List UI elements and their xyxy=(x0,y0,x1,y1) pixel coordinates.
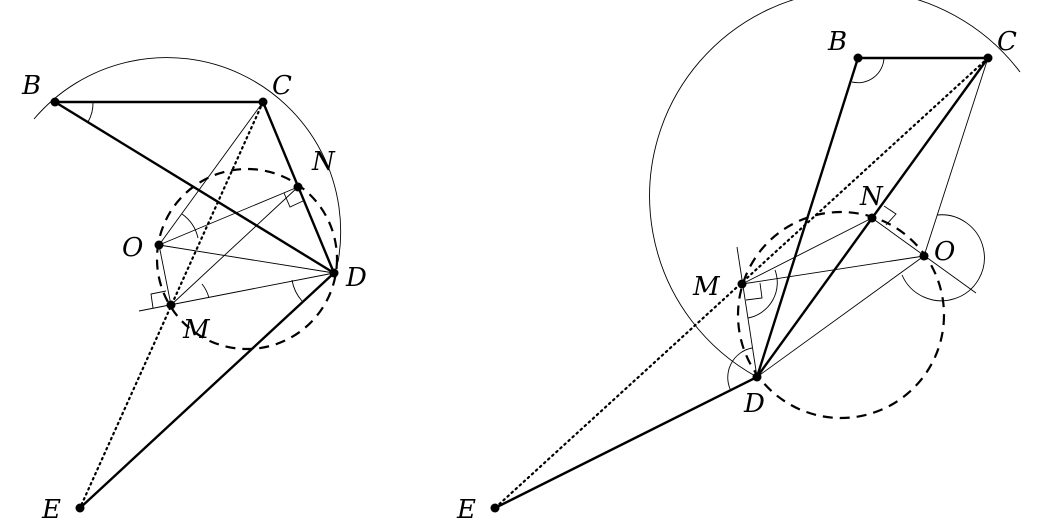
left-points xyxy=(50,97,339,513)
right-right-angle-N xyxy=(883,205,897,226)
right-point-B xyxy=(853,53,863,63)
right-angle-arc-B xyxy=(851,57,885,84)
right-circumcircle-arc xyxy=(649,0,1021,378)
left-right-angle-M xyxy=(150,290,167,309)
left-point-E xyxy=(75,503,85,513)
left-segment-OM xyxy=(158,244,172,306)
right-label-C: C xyxy=(997,27,1017,57)
right-dashed-circle xyxy=(736,210,946,420)
left-label-B: B xyxy=(21,71,41,101)
right-segment-BD xyxy=(755,57,860,378)
left-segment-MN xyxy=(170,186,299,306)
right-point-M xyxy=(737,279,747,289)
right-label-N: N xyxy=(859,182,884,212)
left-label-D: D xyxy=(345,263,367,293)
left-point-O xyxy=(154,240,164,250)
right-angle-arc-O xyxy=(901,214,985,302)
left-point-M xyxy=(166,300,176,310)
right-label-E: E xyxy=(456,495,476,525)
right-angle-arc-D xyxy=(727,347,753,392)
left-circumcircle-arc xyxy=(33,57,342,263)
left-point-C xyxy=(258,97,268,107)
left-angle-arc-O xyxy=(181,213,199,239)
right-segment-DE xyxy=(494,375,758,510)
right-label-O: O xyxy=(934,237,955,267)
left-segment-CO xyxy=(158,101,264,246)
right-points xyxy=(490,53,993,513)
left-label-N: N xyxy=(311,147,336,177)
left-label-O: O xyxy=(122,233,143,263)
right-point-N xyxy=(867,213,877,223)
left-angle-arc-D xyxy=(291,279,303,302)
left-label-C: C xyxy=(272,71,292,101)
left-point-D xyxy=(329,268,339,278)
right-label-M: M xyxy=(692,272,721,302)
right-figure: B C N O M D E xyxy=(456,0,1021,525)
right-segment-MO xyxy=(741,255,925,285)
right-label-D: D xyxy=(743,389,765,419)
right-right-angle-M xyxy=(745,282,763,301)
right-angle-arc-M xyxy=(747,269,778,319)
right-point-O xyxy=(919,251,929,261)
left-segment-OD xyxy=(158,244,335,274)
right-line-MD xyxy=(736,246,758,378)
right-segment-MN xyxy=(741,217,873,285)
right-segment-CE xyxy=(493,56,990,510)
left-angle-arc-B xyxy=(87,101,94,123)
right-segment-DO xyxy=(756,255,925,378)
right-point-E xyxy=(490,503,500,513)
left-angle-arc-M xyxy=(201,283,210,299)
right-point-D xyxy=(752,372,762,382)
left-label-E: E xyxy=(41,495,61,525)
right-segment-CO xyxy=(923,57,989,257)
right-label-B: B xyxy=(827,27,847,57)
left-right-angle-N xyxy=(283,192,304,208)
left-point-B xyxy=(50,97,60,107)
left-segment-DE xyxy=(79,272,335,509)
right-point-C xyxy=(983,53,993,63)
left-figure: B C N O D M E xyxy=(21,57,367,525)
left-point-N xyxy=(293,182,303,192)
left-segment-BD xyxy=(54,100,335,275)
left-dashed-circle xyxy=(155,167,339,351)
left-label-M: M xyxy=(182,315,211,345)
left-segment-ON xyxy=(158,186,299,246)
